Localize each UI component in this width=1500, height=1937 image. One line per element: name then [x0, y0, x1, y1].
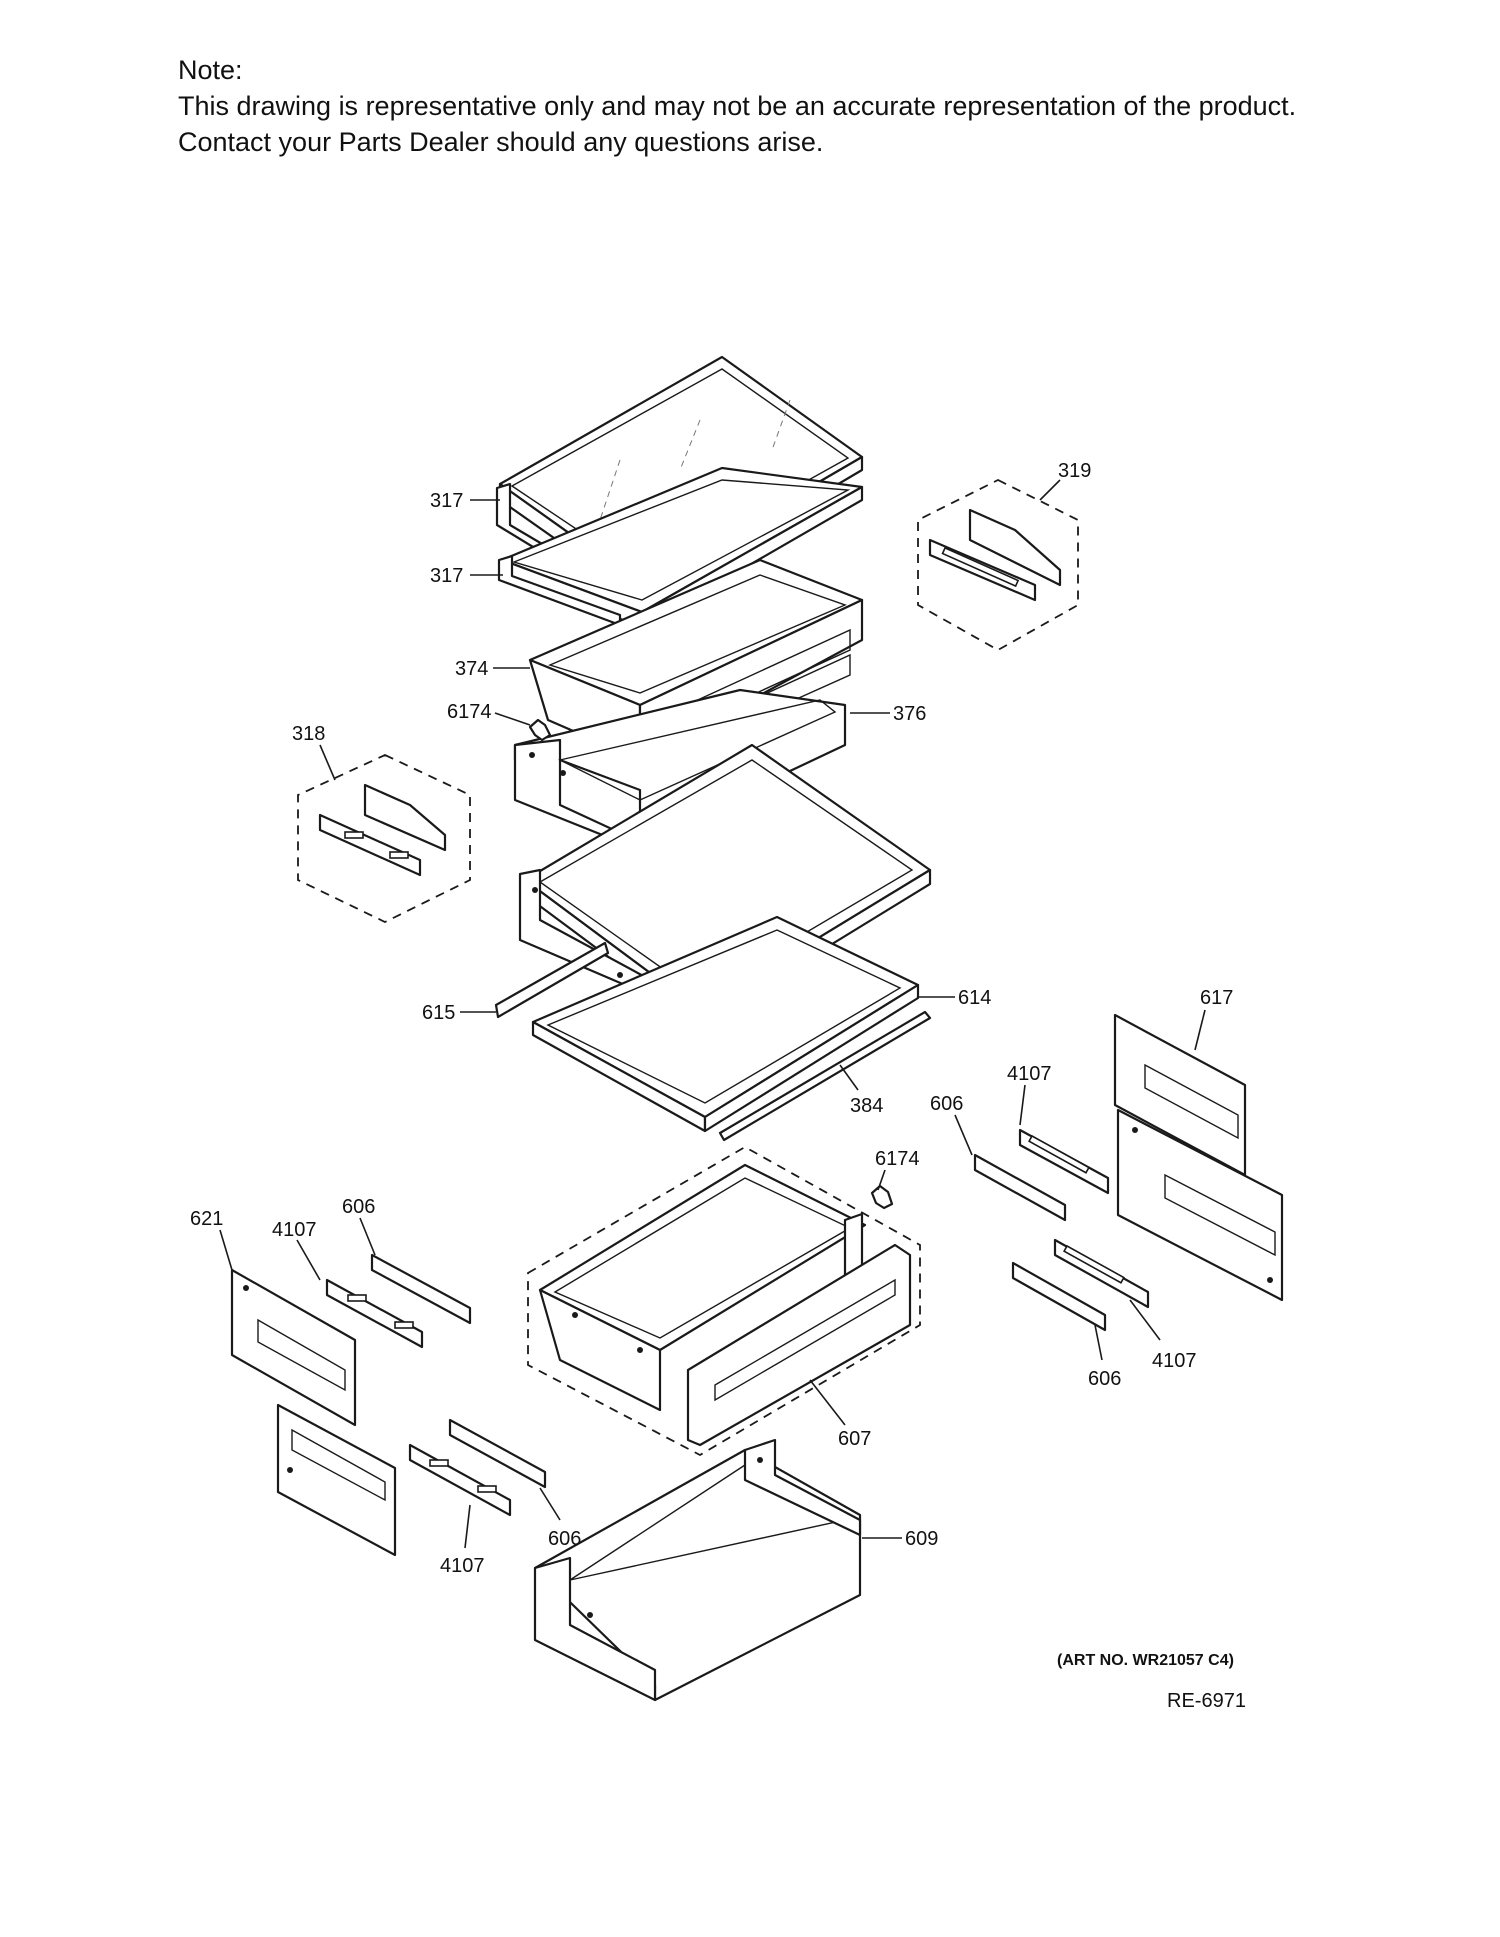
label-621: 621 [190, 1208, 223, 1230]
drawer-frame-609 [533, 1438, 862, 1702]
bracket-kit-319 [917, 478, 1079, 652]
drawer-607 [527, 1145, 921, 1457]
slide-rails-right [973, 1128, 1150, 1332]
label-4107-lower-right: 4107 [1152, 1350, 1197, 1372]
drawer-front-621 [230, 1268, 397, 1557]
reference-number: RE-6971 [1167, 1690, 1246, 1712]
leader-lines [219, 479, 1206, 1549]
bracket-kit-318 [297, 754, 471, 924]
label-6174-lower: 6174 [875, 1148, 920, 1170]
label-606-lower-left: 606 [548, 1528, 581, 1550]
shelf-trim-615 [494, 941, 610, 1019]
disclaimer-note: Note: This drawing is representative onl… [178, 52, 1296, 160]
label-4107-upper-right: 4107 [1007, 1063, 1052, 1085]
part-labels: 317 317 319 374 6174 376 318 614 615 617… [190, 460, 1233, 1577]
label-617: 617 [1200, 987, 1233, 1009]
note-heading: Note: [178, 55, 243, 85]
glass-shelf-lower-614 [531, 915, 920, 1133]
label-606-lower-right: 606 [1088, 1368, 1121, 1390]
label-606-upper-right: 606 [930, 1093, 963, 1115]
label-607: 607 [838, 1428, 871, 1450]
label-319: 319 [1058, 460, 1091, 482]
label-4107-lower-left: 4107 [440, 1555, 485, 1577]
label-384: 384 [850, 1095, 883, 1117]
label-318: 318 [292, 723, 325, 745]
label-317-upper: 317 [430, 490, 463, 512]
note-line-2: Contact your Parts Dealer should any que… [178, 127, 824, 157]
label-615: 615 [422, 1002, 455, 1024]
shelf-trim-384 [718, 1010, 932, 1142]
screw-6174-lower [870, 1184, 894, 1210]
label-376: 376 [893, 703, 926, 725]
label-606-left: 606 [342, 1196, 375, 1218]
art-number: (ART NO. WR21057 C4) [1057, 1652, 1234, 1669]
screw-6174-upper [528, 718, 552, 742]
label-6174-upper: 6174 [447, 701, 492, 723]
note-line-1: This drawing is representative only and … [178, 91, 1297, 121]
label-609: 609 [905, 1528, 938, 1550]
slide-rails-left [325, 1253, 547, 1517]
drawer-front-617 [1113, 1013, 1284, 1302]
label-4107-left: 4107 [272, 1219, 317, 1241]
label-317-lower: 317 [430, 565, 463, 587]
label-374: 374 [455, 658, 488, 680]
label-614: 614 [958, 987, 991, 1009]
